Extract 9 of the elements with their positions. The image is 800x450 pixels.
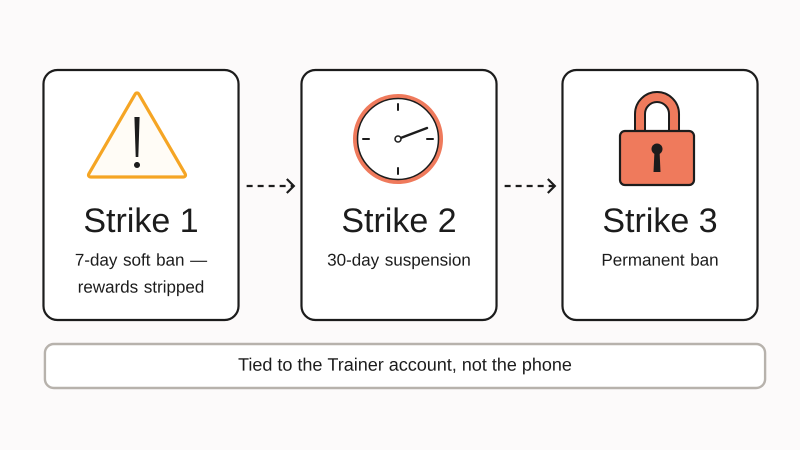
card-title: Strike 1 bbox=[84, 207, 197, 232]
card-description: 7-day soft ban — rewards stripped bbox=[76, 253, 208, 296]
card-description: 30-day suspension bbox=[328, 253, 470, 270]
card-description: Permanent ban bbox=[602, 253, 718, 266]
card-title: Strike 2 bbox=[342, 207, 455, 232]
arrow bbox=[246, 178, 296, 194]
arrow bbox=[504, 178, 556, 194]
note-banner: Tied to the Trainer account, not the phone bbox=[44, 342, 766, 390]
card-title: Strike 3 bbox=[604, 207, 716, 232]
